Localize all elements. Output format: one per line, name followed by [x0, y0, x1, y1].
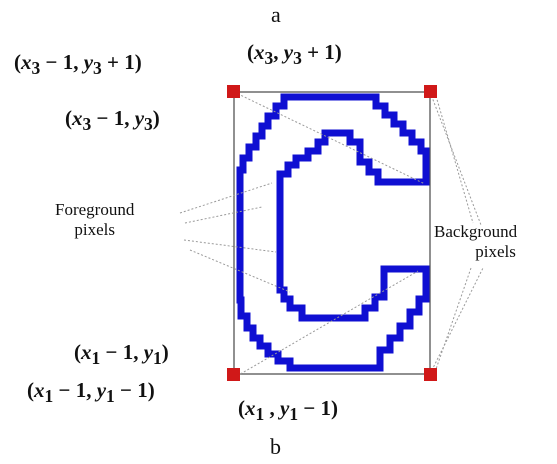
coord-bottom-right: (x1 , y1 − 1) — [238, 396, 339, 425]
foreground-label-line2: pixels — [74, 219, 115, 239]
background-pixels-label: Background pixels — [434, 222, 517, 261]
background-label-line1: Background — [434, 222, 518, 241]
coord-top-right: (x3, y3 + 1) — [247, 40, 342, 69]
coord-top-left-outer: (x3 − 1, y3 + 1) — [14, 50, 142, 79]
corner-pixel-top-left — [227, 85, 240, 98]
caption-b: b — [270, 434, 281, 459]
foreground-pixels-label: Foreground pixels — [55, 200, 134, 239]
corner-pixel-top-right — [424, 85, 437, 98]
corner-pixel-bottom-left — [227, 368, 240, 381]
corner-pixel-bottom-right — [424, 368, 437, 381]
coord-top-left-inner: (x3 − 1, y3) — [65, 106, 160, 135]
foreground-label-line1: Foreground — [55, 200, 135, 219]
coord-bottom-left-inner: (x1 − 1, y1) — [74, 340, 169, 369]
leader-lines — [179, 91, 484, 377]
glyph-outer-contour — [236, 93, 430, 372]
bounding-box — [233, 91, 431, 375]
background-label-line2: pixels — [475, 241, 516, 261]
caption-a: a — [271, 2, 281, 27]
coord-bottom-left-outer: (x1 − 1, y1 − 1) — [27, 378, 155, 407]
